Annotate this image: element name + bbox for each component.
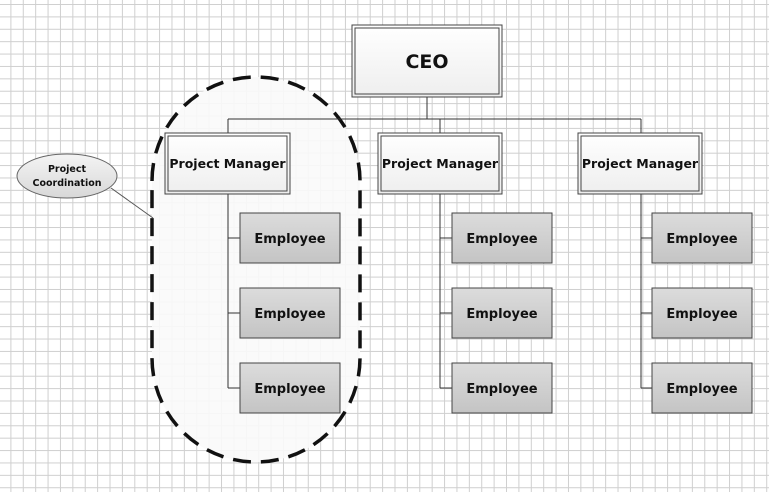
employee-label: Employee	[666, 382, 737, 397]
manager-label: Project Manager	[582, 156, 699, 171]
employee-label: Employee	[666, 307, 737, 322]
employee-label: Employee	[466, 307, 537, 322]
manager-box[interactable]: Project Manager	[377, 132, 503, 195]
employee-box[interactable]: Employee	[239, 212, 341, 264]
employee-box[interactable]: Employee	[651, 212, 753, 264]
employee-label: Employee	[254, 232, 325, 247]
employee-label: Employee	[254, 382, 325, 397]
employee-label: Employee	[466, 382, 537, 397]
employee-box[interactable]: Employee	[651, 362, 753, 414]
employee-label: Employee	[254, 307, 325, 322]
connectors	[110, 97, 652, 389]
employee-box[interactable]: Employee	[651, 287, 753, 339]
ceo-box[interactable]: CEO	[351, 24, 503, 98]
ceo-label: CEO	[405, 51, 448, 73]
manager-box[interactable]: Project Manager	[164, 132, 291, 195]
employee-box[interactable]: Employee	[451, 287, 553, 339]
callout-line-2: Coordination	[32, 178, 101, 189]
callout-project-coordination[interactable]: Project Coordination	[16, 153, 118, 199]
employee-box[interactable]: Employee	[451, 212, 553, 264]
callout-line-1: Project	[48, 164, 87, 175]
employee-label: Employee	[666, 232, 737, 247]
employee-box[interactable]: Employee	[239, 287, 341, 339]
manager-box[interactable]: Project Manager	[577, 132, 703, 195]
manager-label: Project Manager	[382, 156, 499, 171]
employee-label: Employee	[466, 232, 537, 247]
manager-label: Project Manager	[169, 156, 286, 171]
employee-box[interactable]: Employee	[239, 362, 341, 414]
employee-box[interactable]: Employee	[451, 362, 553, 414]
